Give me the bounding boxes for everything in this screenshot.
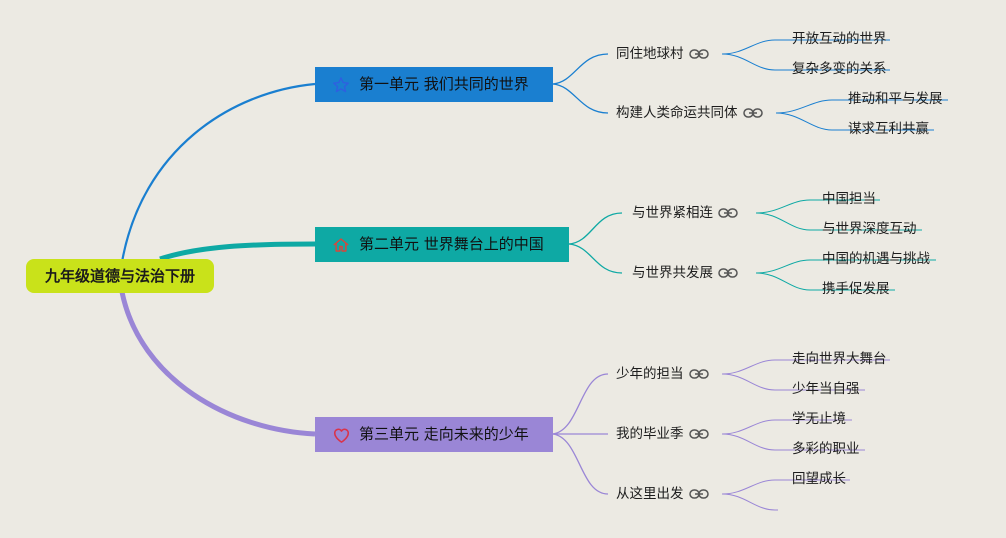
link-icon[interactable] [688, 368, 709, 380]
unit-3-topic[interactable]: 第三单元 走向未来的少年 [315, 417, 553, 452]
lesson-label: 同住地球村 [616, 46, 684, 62]
point-topic[interactable]: 多彩的职业 [792, 441, 860, 457]
point-topic[interactable]: 走向世界大舞台 [792, 351, 887, 367]
branch-line-point [755, 199, 880, 214]
branch-line-point [755, 212, 922, 231]
branch-line-point [755, 259, 936, 274]
unit-2-label: 第二单元 世界舞台上的中国 [359, 235, 544, 253]
branch-line-unit-2 [159, 241, 316, 262]
point-topic[interactable]: 学无止境 [792, 411, 846, 427]
point-topic[interactable]: 携手促发展 [822, 281, 890, 297]
link-icon[interactable] [688, 48, 709, 60]
heart-icon [329, 417, 353, 452]
branch-line-point [721, 373, 865, 391]
point-topic[interactable]: 复杂多变的关系 [792, 61, 887, 77]
lesson-topic[interactable]: 我的毕业季 [616, 423, 709, 445]
branch-line-lesson-3-1 [552, 373, 609, 435]
branch-line-point [775, 112, 934, 131]
lesson-label: 与世界紧相连 [632, 205, 713, 221]
branch-line-lesson-1-1 [552, 53, 609, 85]
branch-line-point [721, 39, 890, 55]
branch-line-point [721, 53, 890, 71]
branch-line-lesson-3-3 [552, 433, 609, 495]
lesson-topic[interactable]: 同住地球村 [616, 43, 709, 65]
branch-line-point [721, 433, 865, 451]
point-topic[interactable]: 谋求互利共赢 [848, 121, 929, 137]
point-topic[interactable]: 回望成长 [792, 471, 846, 487]
link-icon[interactable] [718, 267, 738, 279]
branch-line-point [721, 419, 852, 435]
branch-line-point [721, 359, 890, 375]
lesson-topic[interactable]: 构建人类命运共同体 [616, 102, 763, 124]
branch-line-lesson-2-2 [568, 243, 623, 274]
link-icon[interactable] [742, 107, 763, 119]
unit-3-label: 第三单元 走向未来的少年 [359, 425, 529, 443]
branch-line-point [721, 493, 778, 511]
branch-line-lesson-1-2 [552, 83, 609, 114]
branch-line-lesson-2-1 [568, 212, 623, 245]
unit-2-topic[interactable]: 第二单元 世界舞台上的中国 [315, 227, 569, 262]
point-topic[interactable]: 推动和平与发展 [848, 91, 943, 107]
point-topic[interactable]: 少年当自强 [792, 381, 860, 397]
root-topic[interactable]: 九年级道德与法治下册 [26, 259, 214, 293]
point-topic[interactable]: 与世界深度互动 [822, 221, 917, 237]
link-icon[interactable] [688, 488, 709, 500]
lesson-label: 我的毕业季 [616, 426, 684, 442]
lesson-topic[interactable]: 少年的担当 [616, 363, 709, 385]
branch-line-unit-3 [119, 291, 316, 437]
lesson-topic[interactable]: 与世界紧相连 [632, 202, 738, 224]
point-topic[interactable]: 中国的机遇与挑战 [822, 251, 930, 267]
branch-line-point [721, 479, 850, 495]
star-icon [329, 67, 353, 102]
unit-1-label: 第一单元 我们共同的世界 [359, 75, 529, 93]
lesson-label: 少年的担当 [616, 366, 684, 382]
lesson-topic[interactable]: 从这里出发 [616, 483, 709, 505]
link-icon[interactable] [688, 428, 709, 440]
lesson-topic[interactable]: 与世界共发展 [632, 262, 738, 284]
link-icon[interactable] [718, 207, 738, 219]
branch-line-point [755, 272, 895, 291]
branch-line-point [775, 99, 948, 114]
point-topic[interactable]: 开放互动的世界 [792, 31, 887, 47]
lesson-label: 从这里出发 [616, 486, 684, 502]
home-icon [329, 227, 353, 262]
lesson-label: 与世界共发展 [632, 265, 713, 281]
unit-1-topic[interactable]: 第一单元 我们共同的世界 [315, 67, 553, 102]
lesson-label: 构建人类命运共同体 [616, 105, 738, 121]
point-topic[interactable]: 中国担当 [822, 191, 876, 207]
branch-line-unit-1 [120, 82, 316, 263]
